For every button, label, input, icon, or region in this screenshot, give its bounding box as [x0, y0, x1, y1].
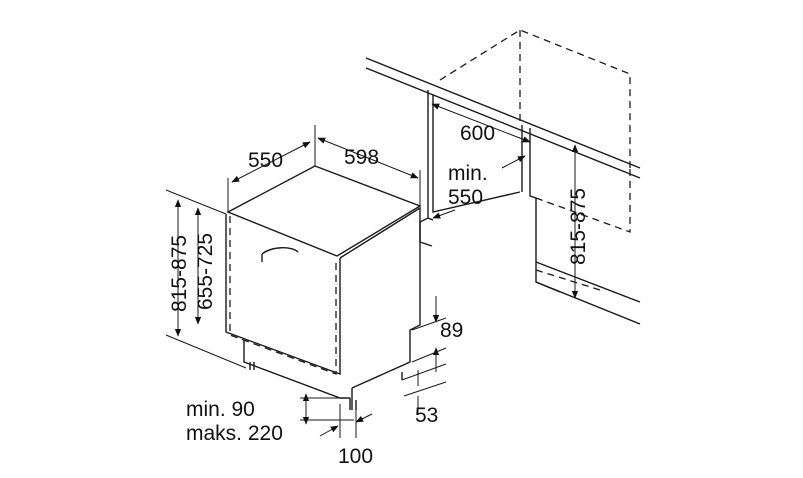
total-height-label: 815-875: [168, 235, 191, 312]
niche-depth-dimension: [432, 155, 526, 219]
niche-width-dimension: [431, 103, 531, 143]
installation-niche: [365, 29, 641, 325]
width-dimension: [317, 137, 421, 206]
plinth-height-dimension: [411, 296, 447, 372]
niche-width-label: 600: [460, 122, 495, 145]
niche-depth-label-bottom: 550: [448, 186, 483, 209]
depth-label: 550: [248, 149, 283, 172]
foot-adjust-label: 53: [415, 404, 438, 427]
plinth-gap-label-max: maks. 220: [186, 422, 283, 445]
plinth-gap-label-min: min. 90: [186, 398, 255, 421]
dishwasher-body: [225, 165, 422, 410]
plinth-gap-dimension: [300, 393, 354, 425]
niche-height-label: 815-875: [567, 188, 590, 265]
plinth-depth-label: 100: [338, 445, 373, 468]
plinth-depth-dimension: [319, 404, 373, 438]
plinth-height-label: 89: [440, 319, 463, 342]
foot-adjust-dimension: [401, 363, 447, 414]
depth-dimension: [227, 125, 316, 212]
width-label: 598: [344, 146, 379, 169]
door-height-label: 655-725: [194, 233, 217, 310]
total-height-dimension: [165, 189, 247, 369]
niche-depth-label-top: min.: [448, 162, 488, 185]
